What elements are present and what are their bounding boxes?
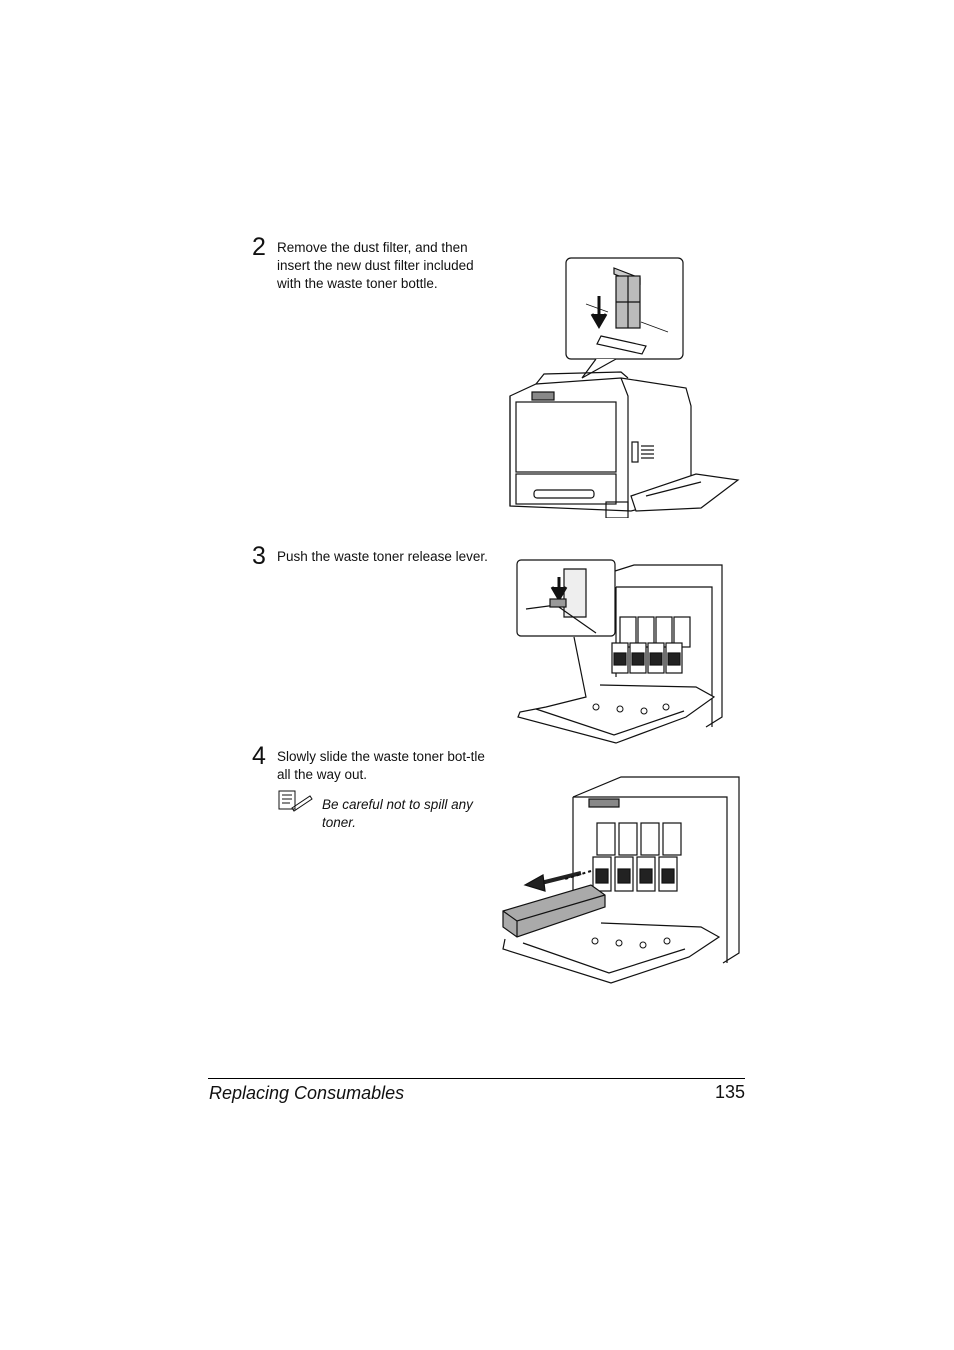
footer-rule <box>208 1078 745 1079</box>
step-number: 3 <box>252 542 266 570</box>
step-number: 4 <box>252 742 266 770</box>
page-number: 135 <box>714 1082 745 1102</box>
step-instruction: Remove the dust filter, and then insert … <box>277 240 474 291</box>
printer-dust-filter-illustration <box>496 256 742 518</box>
waste-toner-bottle-illustration <box>501 773 741 985</box>
release-lever-illustration <box>516 557 726 747</box>
step-number: 2 <box>252 233 266 261</box>
note-pencil-icon <box>278 790 314 817</box>
step-instruction: Push the waste toner release lever. <box>277 549 488 564</box>
note-text: Be careful not to spill any toner. <box>322 797 473 830</box>
footer-section-title: Replacing Consumables <box>209 1083 405 1103</box>
step-instruction: Slowly slide the waste toner bot-tle all… <box>277 749 485 782</box>
